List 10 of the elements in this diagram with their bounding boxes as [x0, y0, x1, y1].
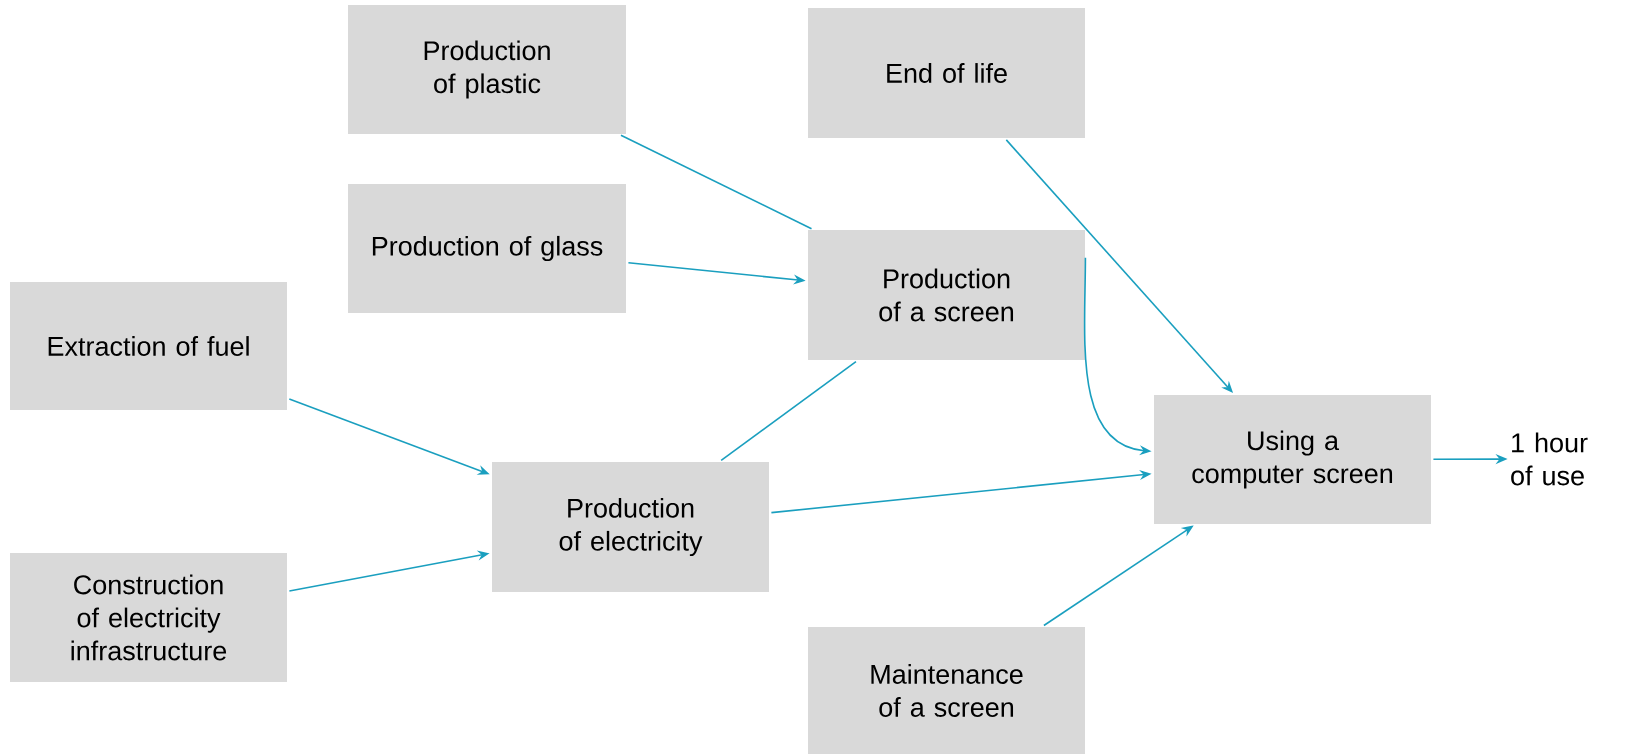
process-box: Using a computer screen — [1154, 395, 1431, 524]
process-box: Extraction of fuel — [10, 282, 287, 410]
process-box: Production of plastic — [348, 5, 626, 134]
process-box: Production of electricity — [492, 462, 769, 592]
process-box: Maintenance of a screen — [808, 627, 1085, 754]
output-label: 1 hour of use — [1511, 432, 1588, 486]
process-box: Construction of electricity infrastructure — [10, 553, 287, 682]
process-box: Production of a screen — [808, 230, 1085, 360]
process-box: Production of glass — [348, 184, 626, 313]
process-box: End of life — [808, 8, 1085, 138]
